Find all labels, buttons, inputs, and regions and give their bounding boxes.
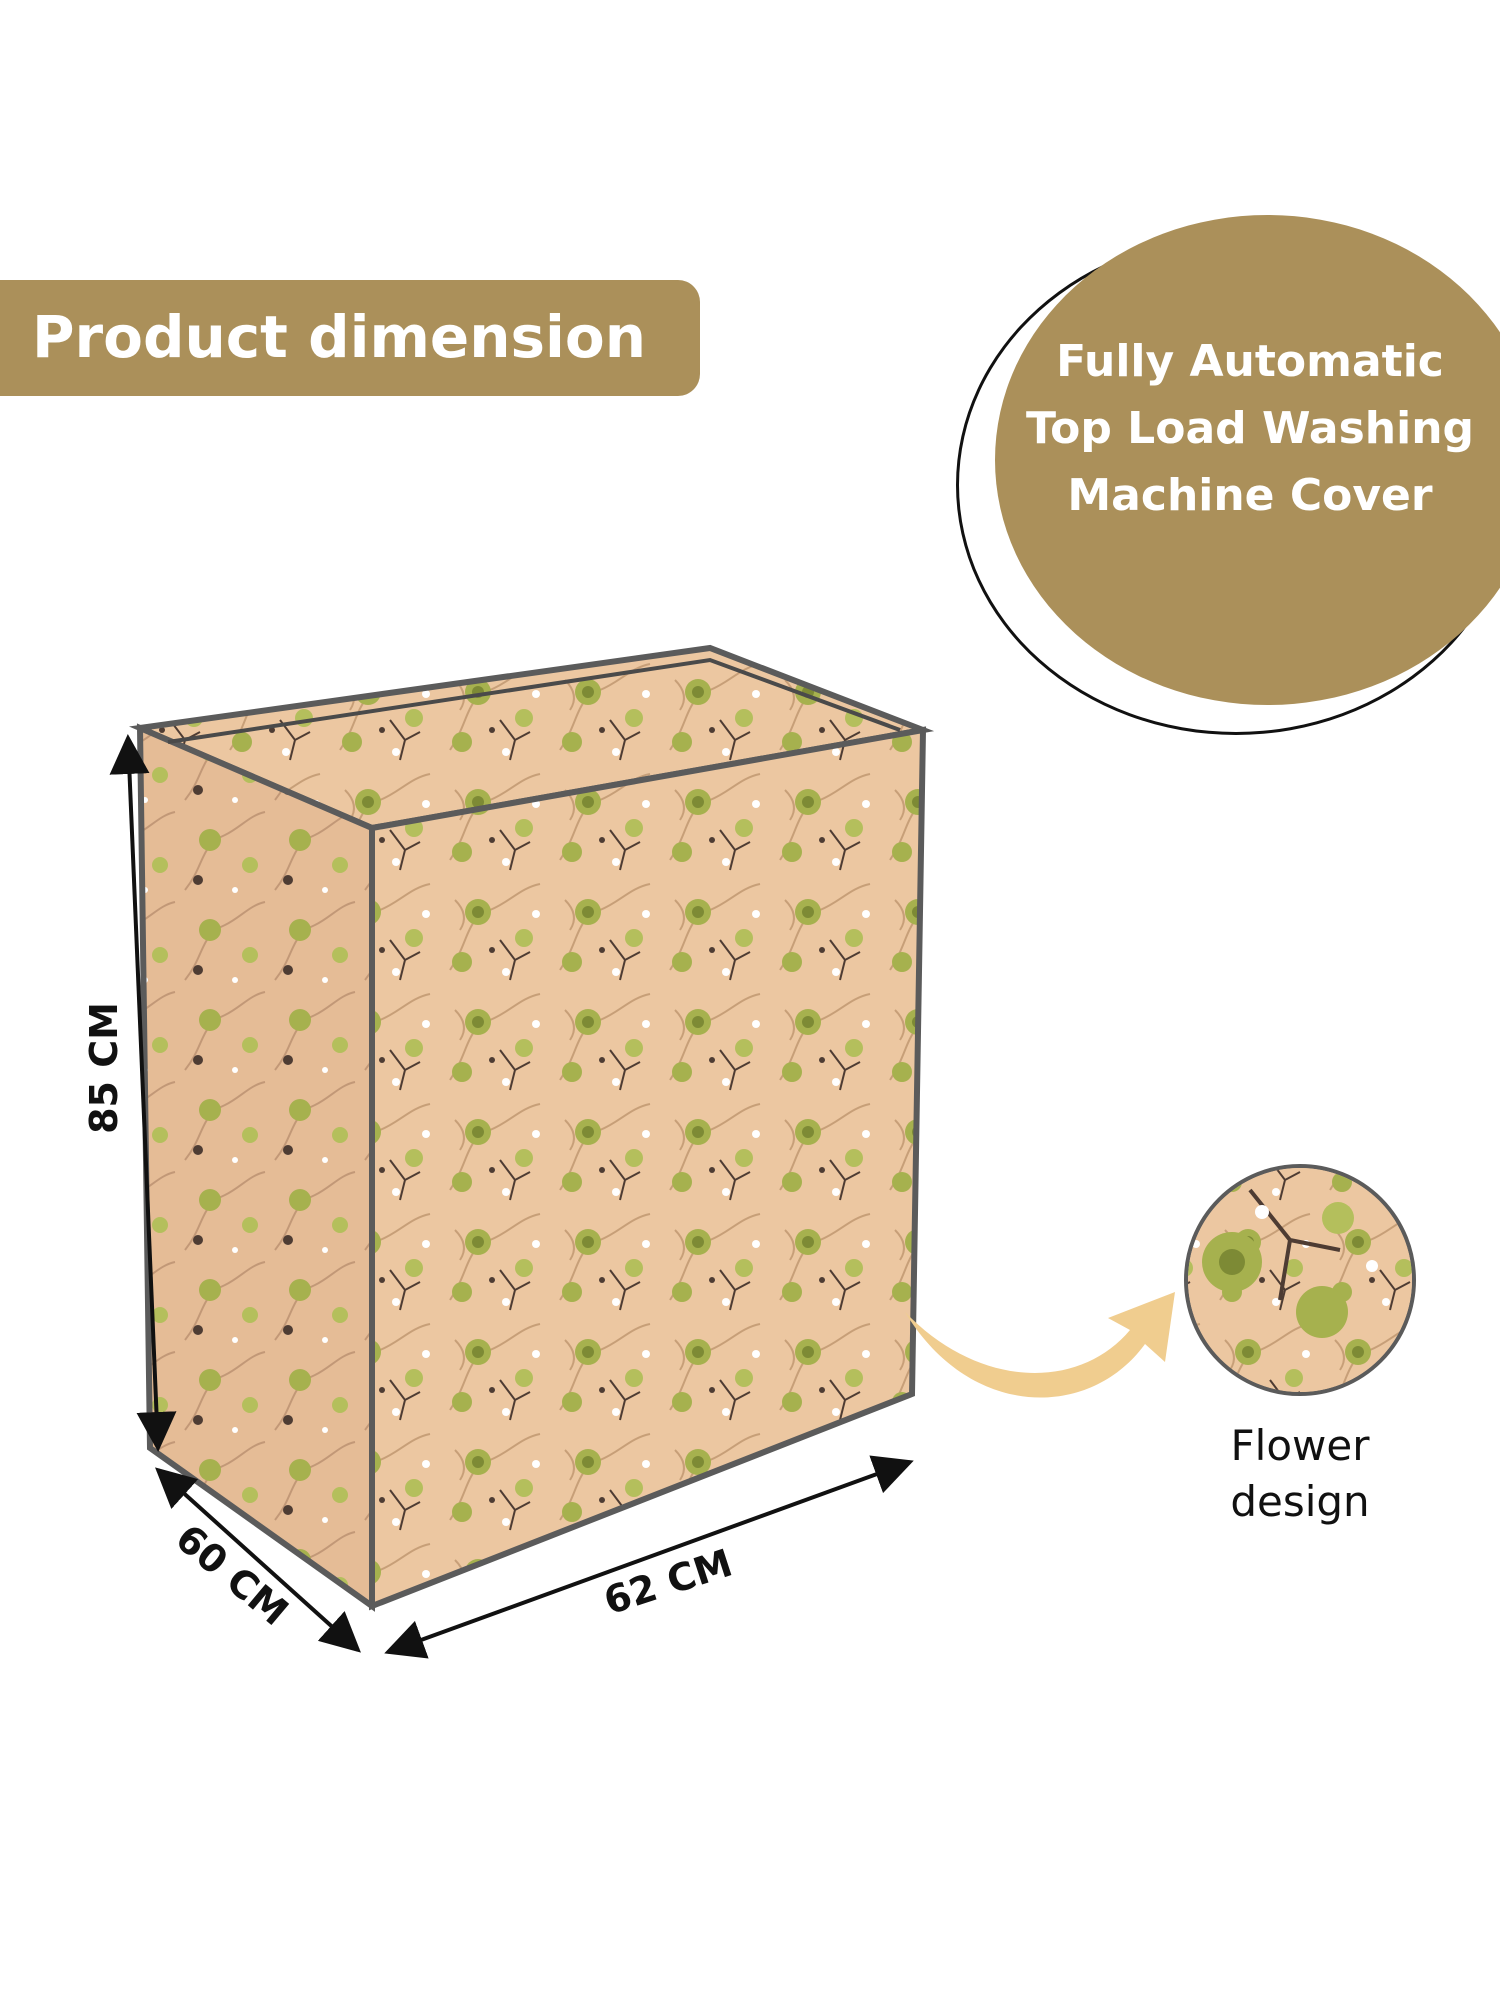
washing-machine-cover xyxy=(128,644,935,1612)
banner-title: Product dimension xyxy=(32,303,647,371)
arrow-icon xyxy=(905,1292,1175,1398)
flower-design-label: Flower design xyxy=(1160,1418,1440,1530)
flower-swatch-icon xyxy=(1184,1164,1416,1396)
flower-label-line-1: Flower xyxy=(1230,1421,1370,1470)
cover-side-face xyxy=(136,723,375,1612)
product-dimension-banner: Product dimension xyxy=(0,280,700,396)
depth-arrow xyxy=(155,1467,361,1653)
width-arrow xyxy=(384,1455,914,1659)
product-type-badge xyxy=(995,215,1500,705)
badge-text: Fully Automatic Top Load Washing Machine… xyxy=(1020,328,1480,529)
cover-piping xyxy=(167,657,901,744)
badge-line-3: Machine Cover xyxy=(1067,470,1433,521)
cover-front-face xyxy=(369,726,927,1611)
badge-line-2: Top Load Washing xyxy=(1025,403,1475,454)
height-arrow xyxy=(109,734,177,1452)
height-label: 85 CM xyxy=(82,1002,126,1134)
flower-label-line-2: design xyxy=(1230,1477,1370,1526)
badge-line-1: Fully Automatic xyxy=(1056,336,1444,387)
